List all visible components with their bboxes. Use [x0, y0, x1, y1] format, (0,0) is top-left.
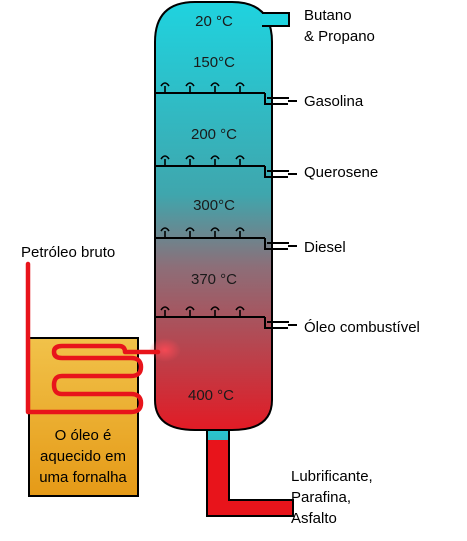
product-label-residuo-1: Lubrificante, — [291, 468, 373, 485]
product-label-butano: Butano — [304, 7, 352, 24]
furnace-box — [28, 337, 139, 497]
feed-pipe — [25, 261, 161, 415]
temp-label: 300°C — [193, 197, 235, 214]
product-label-propano: & Propano — [304, 28, 375, 45]
feed-glow — [149, 338, 181, 362]
product-label-querosene: Querosene — [304, 164, 378, 181]
temp-label: 20 °C — [195, 13, 233, 30]
tray-3 — [155, 227, 289, 250]
top-outlet-pipe — [262, 12, 290, 27]
column-body — [154, 1, 273, 431]
product-label-diesel: Diesel — [304, 239, 346, 256]
furnace-caption-1: O óleo é — [55, 427, 112, 444]
product-label-oleo: Óleo combustível — [304, 319, 420, 336]
bottom-outlet-fill — [208, 440, 228, 515]
temp-label: 370 °C — [191, 271, 237, 288]
feed-label: Petróleo bruto — [21, 244, 115, 261]
tray-1 — [155, 82, 289, 105]
bottom-outlet-fill-h — [208, 501, 292, 515]
product-label-residuo-2: Parafina, — [291, 489, 351, 506]
temp-label: 400 °C — [188, 387, 234, 404]
product-label-gasolina: Gasolina — [304, 93, 364, 110]
furnace-caption-3: uma fornalha — [39, 469, 127, 486]
furnace-caption-2: aquecido em — [40, 448, 126, 465]
tray-4 — [155, 306, 289, 329]
product-label-residuo-3: Asfalto — [291, 510, 337, 527]
temp-label: 200 °C — [191, 126, 237, 143]
temp-label: 150°C — [193, 54, 235, 71]
tray-2 — [155, 155, 289, 178]
